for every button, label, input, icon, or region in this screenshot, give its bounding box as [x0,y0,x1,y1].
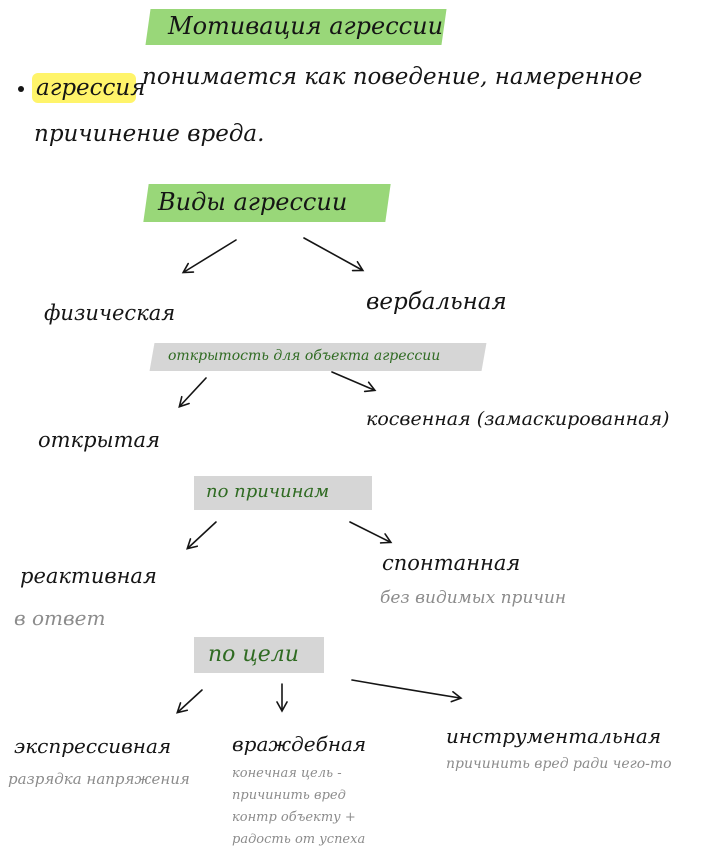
definition-line1: понимается как поведение, намеренное [142,64,643,90]
arrow-to-indirect [331,371,377,393]
cause-spontaneous-note: без видимых причин [380,588,567,608]
definition-line2: причинение вреда. [34,121,265,147]
goal-instrumental: инструментальная [446,724,662,748]
arrow-to-instrumental [351,679,463,703]
definition-term: агрессия [36,75,146,101]
page-title: Мотивация агрессии [168,12,444,40]
term-highlight [32,73,136,103]
arrow-to-expressive [176,689,203,714]
causes-heading-highlight [194,476,372,510]
cause-spontaneous: спонтанная [382,551,521,575]
openness-open: открытая [38,428,160,452]
goal-hostile-note-line1: конечная цель - [232,766,342,781]
types-heading: Виды агрессии [158,188,348,216]
openness-indirect: косвенная (замаскированная) [366,408,670,430]
goals-heading: по цели [208,642,299,667]
arrow-to-reactive [186,521,217,550]
type-physical: физическая [44,301,176,325]
arrow-to-spontaneous [349,521,393,544]
arrow-to-open [178,377,207,408]
goal-hostile-note-line2: причинить вред [232,788,346,803]
cause-reactive-note: в ответ [14,606,106,630]
bullet-dot [18,86,24,92]
goal-instrumental-note: причинить вред ради чего-то [446,756,672,772]
type-verbal: вербальная [366,289,507,315]
goal-expressive: экспрессивная [14,734,172,758]
goal-hostile-note-line3: контр объекту + [232,810,356,825]
arrow-to-verbal [303,237,365,272]
goal-expressive-note: разрядка напряжения [8,770,190,788]
goals-heading-highlight [194,637,324,673]
openness-heading: открытость для объекта агрессии [168,348,441,364]
arrow-to-physical [181,239,237,274]
goal-hostile-note-line4: радость от успеха [232,832,366,847]
causes-heading: по причинам [206,481,330,502]
cause-reactive: реактивная [20,564,157,588]
goal-hostile: враждебная [232,732,367,756]
